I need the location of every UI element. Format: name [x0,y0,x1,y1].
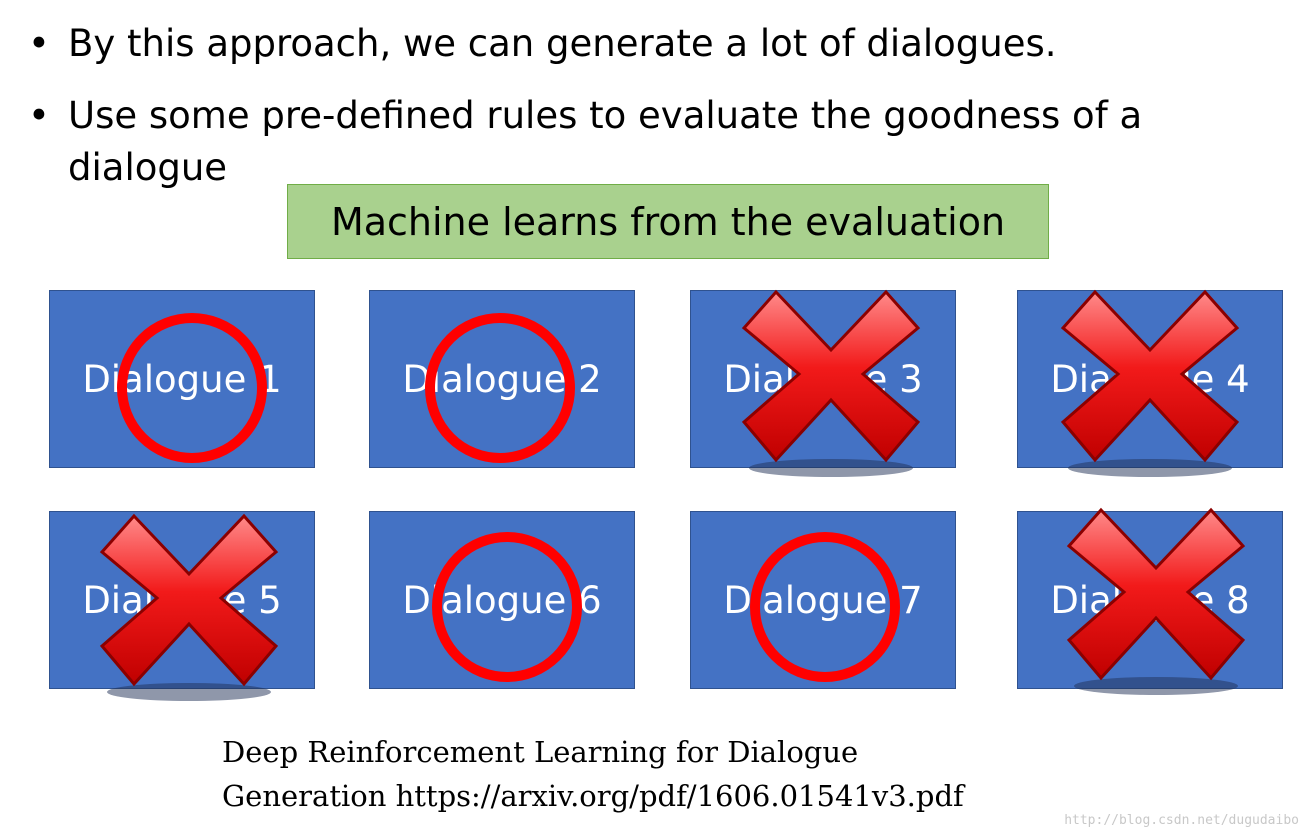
bullet-text: By this approach, we can generate a lot … [68,22,1057,65]
bullet-item: • By this approach, we can generate a lo… [28,18,1288,70]
cross-mark-icon [741,289,921,477]
citation: Deep Reinforcement Learning for Dialogue… [222,730,964,818]
circle-mark-icon [432,532,582,682]
bullet-list: • By this approach, we can generate a lo… [28,18,1288,214]
bullet-marker: • [28,22,50,65]
evaluation-banner: Machine learns from the evaluation [287,184,1049,259]
cross-mark-icon [99,513,279,701]
bullet-text: Use some pre-defined rules to evaluate t… [68,94,1143,189]
bullet-item: • Use some pre-defined rules to evaluate… [28,90,1283,194]
bullet-marker: • [28,94,50,137]
circle-mark-icon [117,313,267,463]
dialogue-card-4: Dialogue 4 [1017,290,1283,468]
dialogue-card-6: Dialogue 6 [369,511,635,689]
citation-line-2: Generation https://arxiv.org/pdf/1606.01… [222,779,964,813]
watermark: http://blog.csdn.net/dugudaibo [1064,813,1299,828]
circle-mark-icon [425,313,575,463]
citation-line-1: Deep Reinforcement Learning for Dialogue [222,735,859,769]
cross-mark-icon [1060,289,1240,477]
circle-mark-icon [750,532,900,682]
cross-mark-icon [1066,507,1246,695]
